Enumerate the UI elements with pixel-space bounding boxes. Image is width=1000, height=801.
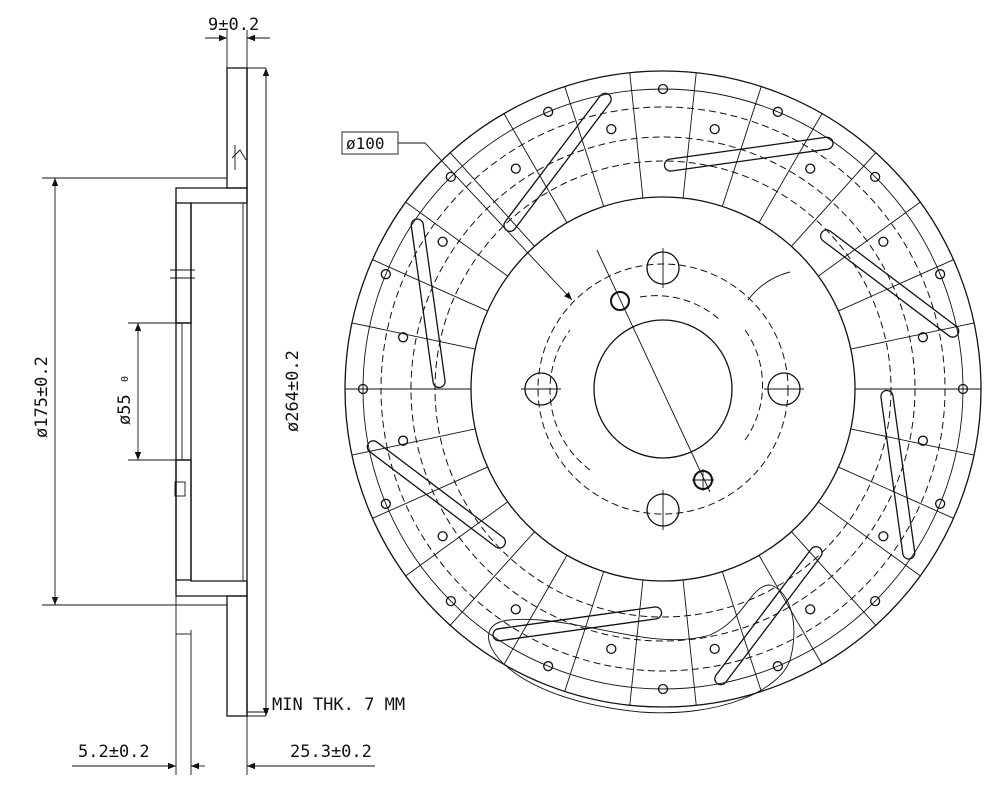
radial-segment-line — [721, 571, 762, 692]
radial-segment-line — [449, 152, 535, 247]
drill-hole — [397, 332, 409, 343]
slot-groove — [492, 606, 663, 642]
section-view — [170, 67, 267, 717]
drill-hole — [380, 269, 391, 280]
dim-bore-diameter: ø55 0 — [115, 322, 176, 461]
drill-hole — [917, 332, 929, 343]
locating-hole-upper — [610, 291, 630, 311]
radial-segment-line — [629, 72, 644, 199]
hat-edge — [537, 263, 789, 515]
radial-segment-line — [629, 579, 644, 706]
radial-segment-line — [564, 86, 605, 207]
drill-hole — [437, 236, 448, 247]
slot-groove — [663, 136, 834, 172]
dim-hat-thickness: 9±0.2 — [205, 15, 270, 68]
drill-hole — [709, 643, 720, 655]
drill-hole — [878, 531, 889, 542]
radial-segment-line — [758, 113, 823, 223]
radial-segment-line — [818, 201, 921, 277]
drill-hole — [869, 171, 881, 183]
radial-segment-line — [850, 322, 975, 350]
radial-segment-line — [503, 113, 568, 223]
dim-hat-diameter: ø175±0.2 — [32, 177, 227, 606]
drill-hole — [657, 83, 669, 95]
radial-segment-line — [682, 579, 697, 706]
drill-hole — [357, 383, 369, 395]
hub-face-lower — [175, 459, 192, 581]
radial-segment-line — [818, 501, 921, 577]
drill-hole — [380, 498, 391, 509]
drill-hole — [772, 661, 783, 672]
drill-hole — [606, 123, 617, 135]
hat-wall — [175, 187, 248, 597]
radial-segment-line — [503, 555, 568, 665]
radial-segment-line — [791, 531, 877, 626]
radial-segment-line — [682, 72, 697, 199]
slot-groove — [880, 389, 916, 560]
slot-groove — [819, 229, 960, 338]
dim-bore-diameter-label: ø55 — [115, 394, 135, 425]
drill-hole — [878, 236, 889, 247]
drill-hole — [805, 604, 816, 615]
slot-groove — [366, 440, 507, 549]
drill-hole — [709, 123, 720, 135]
drill-hole — [510, 604, 521, 615]
drill-hole — [869, 595, 881, 607]
drill-hole — [437, 531, 448, 542]
radial-segment-line — [838, 466, 954, 519]
radial-segments — [345, 72, 981, 706]
hub-face-upper — [175, 202, 192, 324]
braking-ring-lower — [226, 595, 248, 717]
radial-segment-line — [721, 86, 762, 207]
dim-hat-thickness-label: 9±0.2 — [208, 15, 259, 35]
drill-hole — [805, 163, 816, 174]
drill-hole — [397, 435, 409, 446]
radial-segment-line — [405, 501, 508, 577]
radial-segment-line — [351, 428, 476, 456]
drill-hole — [445, 171, 457, 183]
braking-ring-upper — [226, 67, 248, 189]
drill-hole — [606, 643, 617, 655]
dim-height-label: 25.3±0.2 — [290, 742, 372, 762]
drill-holes — [357, 83, 969, 695]
front-view: ø100 — [341, 70, 982, 714]
drill-hole — [957, 383, 969, 395]
radial-segment-line — [838, 259, 954, 312]
drill-hole — [445, 595, 457, 607]
drill-hole — [657, 683, 669, 695]
drill-hole — [917, 435, 929, 446]
drill-hole — [772, 106, 783, 117]
radial-segment-line — [564, 571, 605, 692]
dim-outer-diameter-label: ø264±0.2 — [283, 350, 303, 432]
radial-segment-line — [351, 322, 476, 350]
radial-segment-line — [372, 259, 488, 312]
drill-hole — [935, 498, 946, 509]
radial-segment-line — [850, 428, 975, 456]
dim-outer-diameter: ø264±0.2 — [262, 68, 303, 716]
drill-hole — [543, 106, 554, 117]
drill-hole — [510, 163, 521, 174]
drill-hole — [543, 661, 554, 672]
min-thickness-note: MIN THK. 7 MM — [247, 695, 405, 715]
dim-bottom: 5.2±0.2 25.3±0.2 — [72, 596, 375, 775]
drill-hole — [935, 269, 946, 280]
pcd-label: ø100 — [346, 134, 385, 153]
radial-segment-line — [405, 201, 508, 277]
dim-offset-label: 5.2±0.2 — [78, 742, 150, 762]
dim-hat-diameter-label: ø175±0.2 — [32, 356, 52, 438]
slot-groove — [410, 218, 446, 389]
dim-bore-tolerance: 0 — [120, 376, 131, 382]
radial-segment-line — [791, 152, 877, 247]
center-bore — [593, 319, 733, 459]
radial-segment-line — [449, 531, 535, 626]
radial-segment-line — [372, 466, 488, 519]
slot-groove — [714, 545, 823, 686]
min-thickness-label: MIN THK. 7 MM — [272, 695, 405, 715]
